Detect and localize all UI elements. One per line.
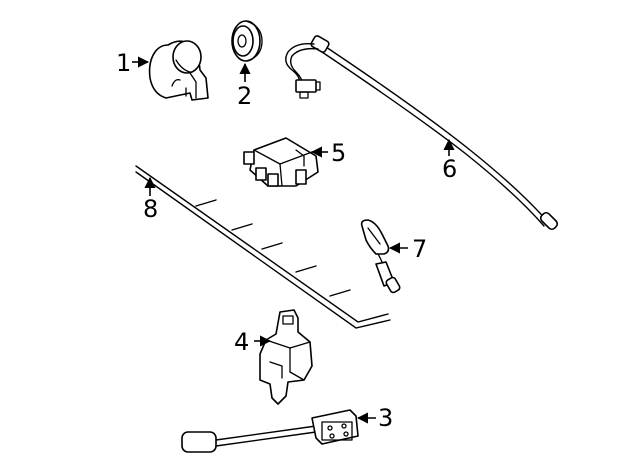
callout-1: 1 (116, 49, 131, 77)
part-3-extension-cable (181, 409, 359, 453)
callout-3: 3 (378, 404, 393, 432)
callout-7: 7 (412, 235, 427, 263)
callout-2: 2 (237, 82, 252, 110)
part-2-grommet (231, 20, 263, 62)
part-5-control-module (243, 137, 319, 187)
callout-5: 5 (331, 139, 346, 167)
part-6-sensor-cable (285, 35, 559, 231)
callout-4: 4 (234, 328, 249, 356)
part-7-pigtail-connector (360, 219, 401, 294)
callout-6: 6 (442, 155, 457, 183)
part-4-sensor-bracket (259, 309, 313, 405)
callout-arrows (132, 56, 455, 424)
part-8-wiring-harness (135, 165, 391, 329)
part-1-parking-sensor (148, 40, 209, 101)
callout-8: 8 (143, 195, 158, 223)
